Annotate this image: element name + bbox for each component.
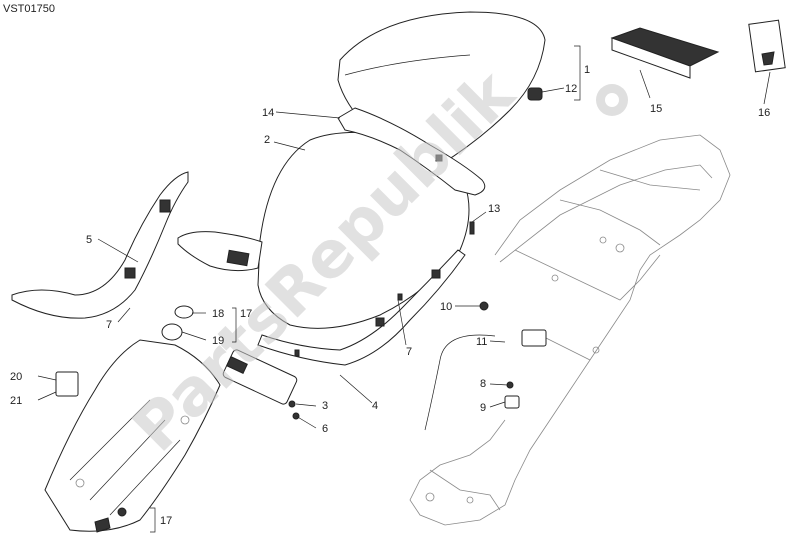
callout-2: 2 xyxy=(264,134,270,146)
seat-bracket xyxy=(337,107,486,196)
callout-labels: 1 2 3 4 5 6 7 7 8 9 10 11 12 13 14 15 16… xyxy=(10,64,770,527)
callout-8: 8 xyxy=(480,378,486,390)
callout-5: 5 xyxy=(86,234,92,246)
callout-1: 1 xyxy=(584,64,590,76)
callout-21: 21 xyxy=(10,395,22,407)
callout-13: 13 xyxy=(488,203,500,215)
callout-6: 6 xyxy=(322,423,328,435)
callout-17-upper: 17 xyxy=(240,308,252,320)
side-trim xyxy=(11,171,189,319)
rear-subframe xyxy=(409,134,731,526)
undertray xyxy=(44,339,221,532)
callout-7-right: 7 xyxy=(406,346,412,358)
callout-11: 11 xyxy=(476,336,487,348)
passenger-seat xyxy=(177,131,470,329)
callout-19: 19 xyxy=(212,335,224,347)
callout-7-left: 7 xyxy=(106,319,112,331)
callout-20: 20 xyxy=(10,371,22,383)
callout-10: 10 xyxy=(440,301,452,313)
gear-icon xyxy=(596,84,628,116)
diagram-code: VST01750 xyxy=(3,3,55,15)
tool-kit xyxy=(610,27,720,79)
leader-lines xyxy=(37,69,771,429)
callout-4: 4 xyxy=(372,400,378,412)
callout-3: 3 xyxy=(322,400,328,412)
grab-handle xyxy=(257,249,466,366)
callout-14: 14 xyxy=(262,107,274,119)
document-bag xyxy=(748,19,786,73)
small-parts xyxy=(55,87,547,533)
callout-17-lower: 17 xyxy=(160,515,172,527)
callout-12: 12 xyxy=(565,83,577,95)
callout-9: 9 xyxy=(480,402,486,414)
callout-15: 15 xyxy=(650,103,662,115)
callout-16: 16 xyxy=(758,107,770,119)
callout-18: 18 xyxy=(212,308,224,320)
grouping-brackets xyxy=(150,45,581,533)
